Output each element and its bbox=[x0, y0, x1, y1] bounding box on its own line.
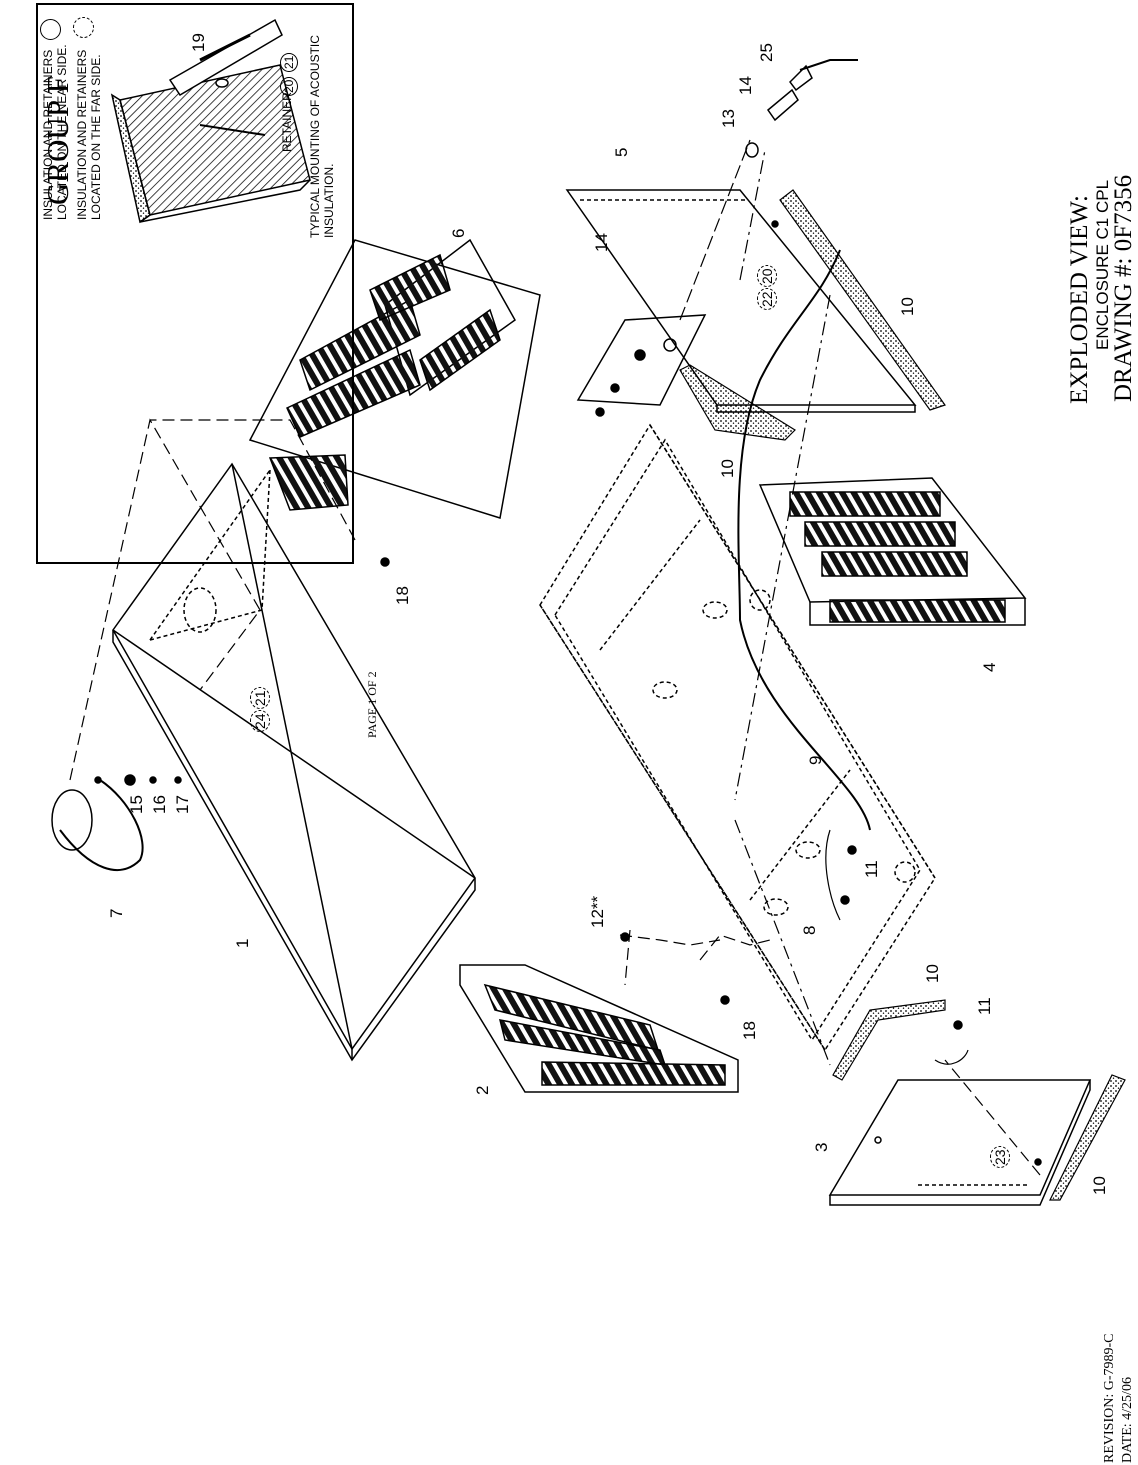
far-side-text-1: INSULATION AND RETAINERS bbox=[75, 49, 89, 220]
callout-11-lower: 11 bbox=[975, 997, 994, 1015]
near-side-text-2: LOCATED ON THE NEAR SIDE. bbox=[55, 44, 69, 220]
callout-9: 9 bbox=[806, 755, 825, 765]
callout-25: 25 bbox=[757, 43, 776, 62]
typical-text-2: INSULATION. bbox=[322, 163, 336, 238]
part-4-bottom-louvered-panel bbox=[758, 477, 1027, 626]
retainer-callout-21: 21 bbox=[280, 52, 298, 72]
callout-10-mid: 10 bbox=[718, 459, 737, 478]
callout-10-front: 10 bbox=[1090, 1176, 1109, 1195]
near-side-symbol bbox=[40, 19, 61, 40]
callout-8: 8 bbox=[800, 925, 819, 935]
far-side-symbol bbox=[73, 17, 94, 38]
callout-18-lower: 18 bbox=[740, 1021, 759, 1040]
callout-17: 17 bbox=[173, 795, 192, 814]
retainer-label: RETAINER bbox=[280, 92, 294, 152]
callout-5: 5 bbox=[612, 147, 631, 157]
part-2-side-panel bbox=[459, 964, 739, 1093]
retainer-callout-20: 20 bbox=[280, 76, 298, 96]
inset-callout-19: 19 bbox=[189, 33, 208, 52]
callout-10-rear: 10 bbox=[898, 297, 917, 316]
part-3-front-panel bbox=[828, 1079, 1092, 1206]
callout-12: 12** bbox=[588, 895, 607, 928]
callout-16: 16 bbox=[150, 795, 169, 814]
callout-22: 22 bbox=[757, 288, 777, 310]
title-drawing-number: DRAWING #: 0F7356 bbox=[1110, 174, 1137, 402]
typical-text-1: TYPICAL MOUNTING OF ACOUSTIC bbox=[308, 35, 322, 238]
callout-20: 20 bbox=[757, 265, 777, 287]
callout-4: 4 bbox=[980, 662, 999, 672]
base-frame bbox=[539, 423, 936, 1052]
callout-6: 6 bbox=[449, 228, 468, 238]
part-1-top-panel bbox=[112, 462, 476, 1062]
callout-21: 21 bbox=[250, 687, 270, 709]
near-side-text-1: INSULATION AND RETAINERS bbox=[41, 49, 55, 220]
hardware-fasteners bbox=[51, 64, 1042, 1166]
assembly-leader-lines bbox=[59, 59, 1041, 1176]
callout-10-lower: 10 bbox=[923, 964, 942, 983]
callout-3: 3 bbox=[812, 1142, 831, 1152]
far-side-text-2: LOCATED ON THE FAR SIDE. bbox=[89, 54, 103, 220]
callout-18-upper: 18 bbox=[393, 586, 412, 605]
callout-7: 7 bbox=[107, 908, 126, 918]
insulation-inset-detail bbox=[110, 18, 311, 224]
callout-23: 23 bbox=[990, 1146, 1010, 1168]
title-exploded-view: EXPLODED VIEW: bbox=[1066, 195, 1093, 404]
callout-24: 24 bbox=[250, 710, 270, 732]
callout-14-plate: 14 bbox=[592, 233, 611, 252]
part-10-insulation-strips bbox=[679, 189, 1126, 1201]
revision-text: REVISION: G-7989-C bbox=[1102, 1333, 1117, 1464]
callout-1: 1 bbox=[233, 938, 252, 948]
page-number: PAGE 1 OF 2 bbox=[365, 671, 379, 738]
callout-15: 15 bbox=[127, 795, 146, 814]
date-text: DATE: 4/25/06 bbox=[1120, 1377, 1135, 1463]
callout-11-upper: 11 bbox=[862, 860, 881, 878]
callout-14-upper: 14 bbox=[736, 76, 755, 95]
legend-box bbox=[36, 3, 354, 564]
part-14-control-plate bbox=[576, 314, 707, 417]
callout-2: 2 bbox=[473, 1085, 492, 1095]
callout-13: 13 bbox=[719, 109, 738, 128]
